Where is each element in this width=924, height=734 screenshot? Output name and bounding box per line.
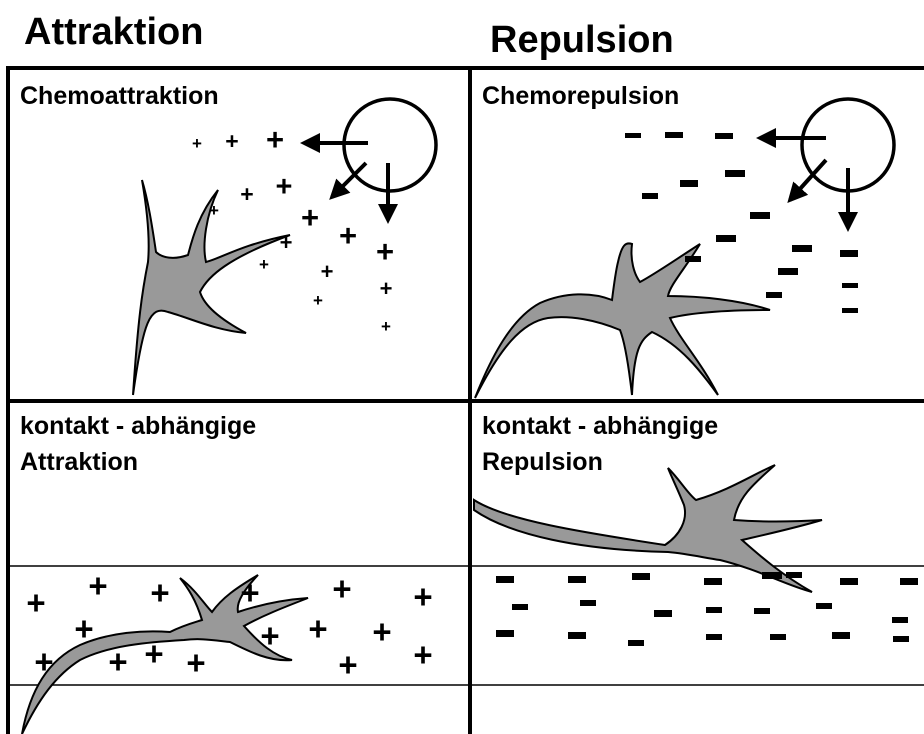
minus-sign (842, 283, 858, 288)
minus-sign (786, 572, 802, 578)
minus-sign (725, 170, 745, 177)
plus-sign: + (381, 317, 391, 336)
neuron-cell-icon (132, 179, 291, 396)
neuron-cell-icon (474, 242, 771, 399)
plus-sign: + (339, 218, 357, 253)
minus-sign (816, 603, 832, 609)
minus-sign (706, 607, 722, 613)
minus-sign (568, 576, 586, 583)
minus-sign (496, 630, 514, 637)
minus-sign (792, 245, 812, 252)
plus-sign: + (338, 646, 357, 683)
contact-repellent-field (496, 572, 918, 646)
label-contact-attraction-line1: kontakt - abhängige (20, 412, 256, 440)
neuron-cell-icon (473, 464, 823, 593)
neuron-cell-icon (21, 574, 309, 734)
minus-sign (840, 250, 858, 257)
direction-arrow-icons (300, 133, 398, 224)
label-chemorepulsion: Chemorepulsion (482, 82, 679, 110)
plus-sign: + (209, 201, 219, 220)
minus-sign (892, 617, 908, 623)
minus-sign (685, 256, 701, 262)
plus-sign: + (313, 291, 323, 310)
title-attraktion: Attraktion (24, 11, 203, 53)
title-repulsion: Repulsion (490, 19, 674, 61)
plus-sign: + (413, 578, 432, 615)
plus-sign: + (240, 574, 259, 611)
minus-sign (642, 193, 658, 199)
minus-sign (680, 180, 698, 187)
minus-sign (716, 235, 736, 242)
contact-attractant-field: + + + + + + + + + + + + + + + + (26, 567, 432, 683)
plus-sign: + (332, 570, 351, 607)
minus-sign (770, 634, 786, 640)
minus-sign (754, 608, 770, 614)
plus-sign: + (321, 259, 334, 284)
minus-sign (665, 132, 683, 138)
plus-sign: + (88, 567, 107, 604)
minus-sign (568, 632, 586, 639)
label-contact-repulsion-line1: kontakt - abhängige (482, 412, 718, 440)
label-contact-repulsion-line2: Repulsion (482, 448, 603, 476)
panel-contact-repulsion (473, 464, 918, 646)
chemoattractant-gradient: + + + + + + + + + + + + + + + (192, 122, 394, 336)
plus-sign: + (144, 635, 163, 672)
plus-sign: + (225, 128, 238, 154)
plus-sign: + (74, 610, 93, 647)
minus-sign (628, 640, 644, 646)
plus-sign: + (280, 230, 293, 255)
plus-sign: + (26, 584, 45, 621)
panel-chemorepulsion (474, 97, 896, 399)
minus-sign (632, 573, 650, 580)
plus-sign: + (372, 613, 391, 650)
minus-sign (778, 268, 798, 275)
minus-sign (900, 578, 918, 585)
minus-sign (625, 133, 641, 138)
minus-sign (704, 578, 722, 585)
plus-sign: + (186, 644, 205, 681)
minus-sign (512, 604, 528, 610)
chemorepellent-gradient (625, 132, 858, 313)
minus-sign (580, 600, 596, 606)
plus-sign: + (276, 171, 293, 203)
plus-sign: + (380, 276, 393, 301)
grid-outer-frame (6, 66, 924, 734)
plus-sign: + (301, 200, 319, 235)
plus-sign: + (308, 610, 327, 647)
plus-sign: + (259, 255, 269, 274)
minus-sign (496, 576, 514, 583)
plus-sign: + (266, 122, 284, 157)
panel-contact-attraction: + + + + + + + + + + + + + + + + (21, 567, 433, 734)
direction-arrow-icons (756, 128, 858, 232)
minus-sign (750, 212, 770, 219)
plus-sign: + (260, 617, 279, 654)
label-chemoattraktion: Chemoattraktion (20, 82, 219, 110)
plus-sign: + (240, 181, 253, 207)
plus-sign: + (413, 636, 432, 673)
minus-sign (654, 610, 672, 617)
label-contact-attraction-line2: Attraktion (20, 448, 138, 476)
panel-chemoattraction: + + + + + + + + + + + + + + + (132, 97, 438, 396)
minus-sign (715, 133, 733, 139)
plus-sign: + (192, 134, 202, 153)
plus-sign: + (150, 574, 169, 611)
plus-sign: + (34, 643, 53, 680)
minus-sign (832, 632, 850, 639)
panel-grid (6, 66, 924, 734)
minus-sign (842, 308, 858, 313)
plus-sign: + (376, 234, 394, 269)
minus-sign (762, 572, 782, 579)
minus-sign (893, 636, 909, 642)
minus-sign (766, 292, 782, 298)
plus-sign: + (108, 643, 127, 680)
minus-sign (840, 578, 858, 585)
minus-sign (706, 634, 722, 640)
